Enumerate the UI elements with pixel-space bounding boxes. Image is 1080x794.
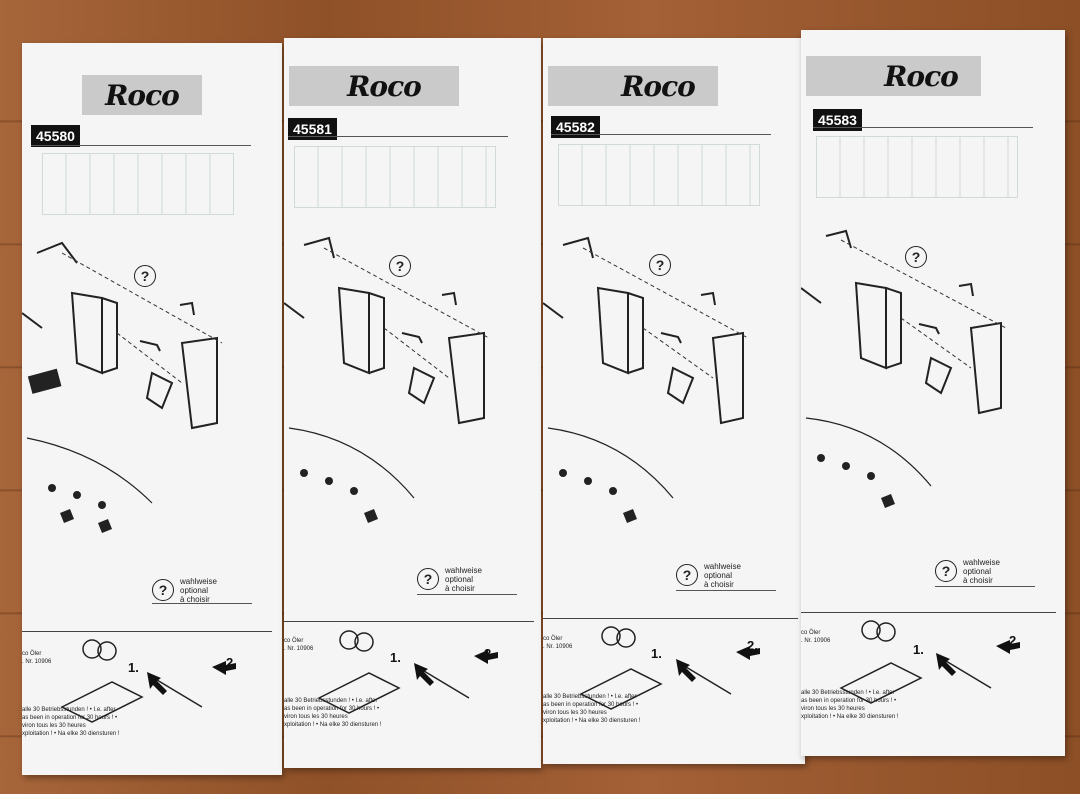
step-1-label: 1. (128, 660, 139, 675)
service-note-line-4: xploitation ! • Na elke 30 diensturen ! (801, 714, 899, 720)
service-note-line-4: xploitation ! • Na elke 30 diensturen ! (284, 722, 382, 728)
instruction-sheet-1: Roco 45580 ? ? wahlweise optional à choi… (22, 43, 282, 775)
model-number: 45583 (813, 109, 862, 131)
optional-fr: à choisir (180, 595, 210, 604)
optional-en: optional (704, 571, 733, 580)
help-symbol-icon: ? (389, 255, 411, 277)
help-symbol-icon: ? (676, 564, 698, 586)
step-2-label: 2. (1009, 633, 1020, 648)
exploded-parts-diagram (22, 241, 223, 533)
service-note-line-3: viron tous les 30 heures (801, 706, 865, 712)
optional-de: wahlweise (445, 566, 482, 575)
optional-note: ? wahlweise optional à choisir (152, 577, 252, 604)
service-note-line-1: alle 30 Betriebsstunden ! • I.e. after (543, 694, 637, 700)
optional-de: wahlweise (704, 562, 741, 571)
service-note-line-3: viron tous les 30 heures (543, 710, 607, 716)
section-rule (152, 603, 252, 604)
service-note-line-2: as been in operation for 30 hours ! • (284, 706, 380, 712)
help-symbol-icon: ? (935, 560, 957, 582)
optional-text: wahlweise optional à choisir (180, 577, 217, 604)
oiler-name: co Öler (801, 630, 821, 636)
help-symbol-icon: ? (905, 246, 927, 268)
service-note-line-2: as been in operation for 30 hours ! • (543, 702, 639, 708)
optional-fr: à choisir (445, 584, 475, 593)
optional-text: wahlweise optional à choisir (704, 562, 741, 589)
optional-en: optional (445, 575, 474, 584)
wheel-oiling-diagram (317, 630, 498, 714)
maintenance-panel (543, 618, 798, 739)
instruction-sheet-4: Roco 45583 ? ? wahlweise optional à choi… (801, 30, 1065, 756)
maintenance-panel (284, 621, 534, 742)
ghost-coach-drawing (816, 136, 1018, 198)
oiler-name: co Öler (284, 638, 304, 644)
wheel-oiling-diagram (579, 626, 760, 710)
oiler-name: co Öler (22, 651, 42, 657)
model-number: 45581 (288, 118, 337, 140)
logo-band (289, 66, 459, 106)
ghost-coach-drawing (42, 153, 234, 215)
header-rule (288, 136, 508, 137)
header-rule (551, 134, 771, 135)
model-number: 45580 (31, 125, 80, 147)
roco-logo: Roco (105, 79, 180, 112)
maintenance-panel (801, 612, 1056, 733)
help-symbol-icon: ? (417, 568, 439, 590)
step-1-label: 1. (651, 646, 662, 661)
optional-fr: à choisir (963, 576, 993, 585)
step-2-label: 2. (747, 638, 758, 653)
header-rule (813, 127, 1033, 128)
exploded-parts-diagram (543, 236, 749, 523)
help-symbol-icon: ? (152, 579, 174, 601)
instruction-sheet-3: Roco 45582 ? ? wahlweise optional à choi… (543, 38, 805, 764)
logo-band (806, 56, 981, 96)
service-note-line-2: as been in operation for 30 hours ! • (22, 715, 118, 721)
logo-band (82, 75, 202, 115)
oiler-name: co Öler (543, 636, 563, 642)
section-rule (935, 586, 1035, 587)
oiler-part-number: . Nr. 10906 (801, 638, 831, 644)
oiler-part-number: . Nr. 10906 (543, 644, 573, 650)
help-symbol-icon: ? (649, 254, 671, 276)
roco-logo: Roco (347, 70, 422, 103)
model-number: 45582 (551, 116, 600, 138)
service-note-line-4: xploitation ! • Na elke 30 diensturen ! (543, 718, 641, 724)
oiler-part-number: . Nr. 10906 (22, 659, 52, 665)
ghost-coach-drawing (294, 146, 496, 208)
optional-en: optional (180, 586, 209, 595)
optional-note: ? wahlweise optional à choisir (417, 566, 517, 593)
service-note-line-1: alle 30 Betriebsstunden ! • I.e. after (284, 698, 378, 704)
section-rule (417, 594, 517, 595)
step-1-label: 1. (913, 642, 924, 657)
oiler-part-number: . Nr. 10906 (284, 646, 314, 652)
service-note-line-1: alle 30 Betriebsstunden ! • I.e. after (801, 690, 895, 696)
step-2-label: 2. (226, 655, 237, 670)
wheel-oiling-diagram (60, 639, 236, 723)
optional-fr: à choisir (704, 580, 734, 589)
maintenance-panel (22, 631, 272, 752)
wheel-oiling-diagram (839, 620, 1020, 704)
optional-de: wahlweise (963, 558, 1000, 567)
exploded-parts-diagram (284, 236, 490, 523)
step-1-label: 1. (390, 650, 401, 665)
optional-note: ? wahlweise optional à choisir (935, 558, 1035, 585)
header-rule (31, 145, 251, 146)
service-note-line-2: as been in operation for 30 hours ! • (801, 698, 897, 704)
step-2-label: 2. (484, 646, 495, 661)
service-note-line-3: viron tous les 30 heures (284, 714, 348, 720)
service-note-line-4: xploitation ! • Na elke 30 diensturen ! (22, 731, 120, 737)
roco-logo: Roco (884, 60, 959, 93)
optional-note: ? wahlweise optional à choisir (676, 562, 776, 589)
optional-de: wahlweise (180, 577, 217, 586)
ghost-coach-drawing (558, 144, 760, 206)
optional-text: wahlweise optional à choisir (963, 558, 1000, 585)
section-rule (676, 590, 776, 591)
instruction-sheet-2: Roco 45581 ? ? wahlweise optional à choi… (284, 38, 541, 768)
optional-text: wahlweise optional à choisir (445, 566, 482, 593)
exploded-parts-diagram (801, 229, 1007, 508)
roco-logo: Roco (621, 70, 696, 103)
logo-band (548, 66, 718, 106)
help-symbol-icon: ? (134, 265, 156, 287)
service-note-line-3: viron tous les 30 heures (22, 723, 86, 729)
optional-en: optional (963, 567, 992, 576)
